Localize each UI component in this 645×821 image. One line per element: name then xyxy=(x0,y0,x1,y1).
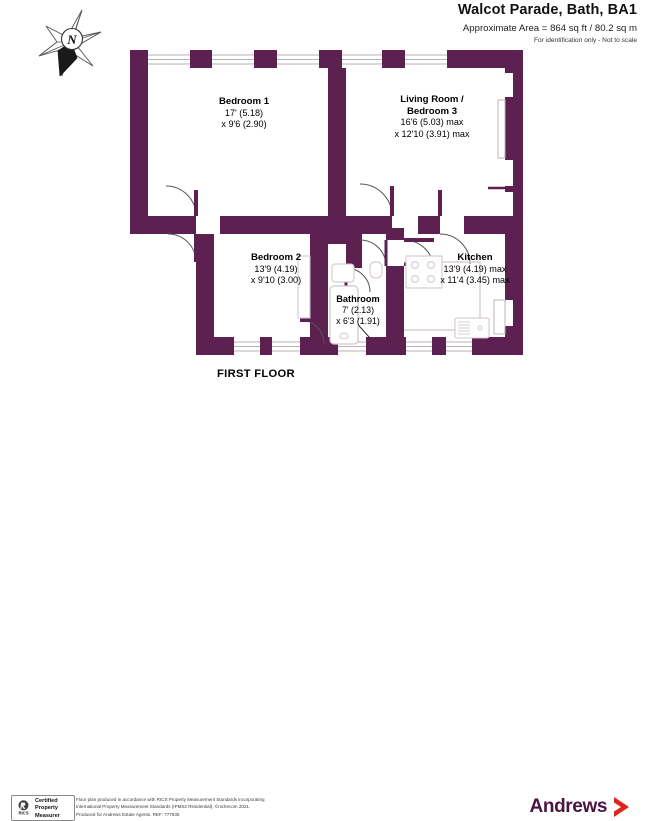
room-name: Bedroom 2 xyxy=(250,252,302,263)
walls-group xyxy=(130,50,523,355)
approximate-area: Approximate Area = 864 sq ft / 80.2 sq m xyxy=(462,22,637,34)
partition-bed2-bath xyxy=(310,228,328,355)
room-dimension-2: x 12'10 (3.91) max xyxy=(394,128,470,139)
room-dimension-2: x 9'10 (3.00) xyxy=(250,274,302,285)
room-name: Bedroom 1 xyxy=(218,96,270,107)
room-dimension-1: 7' (2.13) xyxy=(342,305,374,316)
left-wall-lower xyxy=(196,225,214,355)
top-wall-windows xyxy=(148,50,447,68)
basin-icon xyxy=(331,263,355,283)
wardrobe-outline xyxy=(297,255,311,319)
brand-name: Andrews xyxy=(529,796,608,817)
rics-line-1: Certified xyxy=(35,798,58,804)
fixtures-group xyxy=(297,255,490,345)
disclaimer-line-1: Floor plan produced in accordance with R… xyxy=(76,797,265,802)
rics-logo-icon: RICS xyxy=(18,800,29,816)
room-name-line-2: Bedroom 3 xyxy=(406,105,458,117)
left-wall-upper xyxy=(130,50,148,225)
hob-icon xyxy=(405,255,443,289)
compass-north-label: N xyxy=(66,32,77,47)
page-title: Walcot Parade, Bath, BA1 xyxy=(457,2,637,18)
andrews-logo[interactable]: Andrews xyxy=(530,794,633,820)
room-name-line-1: Living Room / xyxy=(400,94,464,105)
room-dimension-1: 16'6 (5.03) max xyxy=(400,117,464,128)
room-dimension-1: 13'9 (4.19) max xyxy=(443,263,507,274)
room-label-bedroom-1: Bedroom 1 17' (5.18) x 9'6 (2.90) xyxy=(196,96,292,130)
room-label-bathroom: Bathroom 7' (2.13) x 6'3 (1.91) xyxy=(320,294,396,327)
rics-certified-badge: RICS Certified Property Measurer xyxy=(11,795,75,821)
room-dimension-2: x 6'3 (1.91) xyxy=(336,315,380,326)
chevron-right-icon xyxy=(614,797,629,817)
room-dimension-2: x 11'4 (3.45) max xyxy=(440,274,510,285)
sink-icon xyxy=(454,317,490,339)
room-dimension-1: 13'9 (4.19) xyxy=(254,263,298,274)
bottom-wall-windows xyxy=(234,337,472,355)
bath-icon xyxy=(329,285,359,345)
room-label-kitchen: Kitchen 13'9 (4.19) max x 11'4 (3.45) ma… xyxy=(414,252,536,286)
rics-line-3: Measurer xyxy=(35,812,60,819)
room-label-living-room-bedroom-3: Living Room / Bedroom 3 16'6 (5.03) max … xyxy=(368,94,496,140)
header: Walcot Parade, Bath, BA1 Approximate Are… xyxy=(458,2,637,45)
floorplan-drawing xyxy=(130,50,523,355)
room-name: Bathroom xyxy=(336,294,380,304)
wc-icon xyxy=(369,261,383,279)
partition-under-living xyxy=(346,216,505,234)
disclaimer-line-3: Produced for Andrews Estate Agents. REF:… xyxy=(76,811,180,817)
hall-stub-wall xyxy=(328,228,362,244)
floor-label: FIRST FLOOR xyxy=(217,368,295,380)
svg-text:RICS: RICS xyxy=(18,811,28,816)
identification-note: For identification only - Not to scale xyxy=(534,37,637,45)
right-wall-recesses xyxy=(505,73,523,326)
compass-rose-icon: N xyxy=(33,6,107,82)
rics-line-2: Property xyxy=(35,805,59,812)
rics-badge-text: Certified Property Measurer xyxy=(35,798,60,820)
partition-bed1-living xyxy=(328,68,346,218)
room-name: Kitchen xyxy=(457,252,493,263)
room-dimension-1: 17' (5.18) xyxy=(224,107,264,118)
disclaimer-line-2: International Property Measurement Stand… xyxy=(76,804,251,810)
right-window-glazing xyxy=(493,99,506,335)
disclaimer-text: Floor plan produced in accordance with R… xyxy=(76,796,376,818)
room-dimension-2: x 9'6 (2.90) xyxy=(221,118,267,129)
room-label-bedroom-2: Bedroom 2 13'9 (4.19) x 9'10 (3.00) xyxy=(222,252,330,286)
footer: RICS Certified Property Measurer Floor p… xyxy=(0,394,645,821)
